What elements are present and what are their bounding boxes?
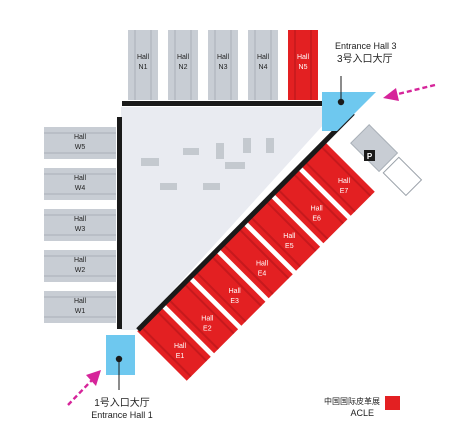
hall-label-line2: W2 [75,267,86,274]
west-wall [117,117,122,329]
north-wall [122,101,336,106]
hall-label-line2: W4 [75,185,86,192]
entrance-hall-3-block[interactable] [322,92,376,131]
parking-sign [364,150,375,161]
hall-label-line1: Hall [283,233,296,240]
hall-label-line1: Hall [137,54,150,61]
hall-label-line1: Hall [217,54,230,61]
hall-label-line2: N3 [219,64,228,71]
hall-label-line2: E4 [258,271,267,278]
hall-label-line1: Hall [74,298,87,305]
entrance-hall-3-arrow [383,83,436,101]
hall-label-line1: Hall [229,288,242,295]
hall-label-line2: N1 [139,64,148,71]
entrance-hall-1-block[interactable] [106,335,135,375]
legend-label-cn: 中国国际皮革展 [324,396,380,406]
legend-swatch [385,396,400,410]
hall-label-line1: Hall [256,261,269,268]
hall-label-line1: Hall [201,316,214,323]
hall-label-line2: W3 [75,226,86,233]
parking-label: P [367,152,373,161]
hall-label-line1: Hall [174,343,187,350]
entrance-hall-1-label-cn: 1号入口大厅 [94,396,150,409]
central-plaza [121,107,335,330]
hall-label-line1: Hall [74,134,87,141]
hall-label-line2: E3 [230,298,239,305]
entrance-hall-1-label-en: Entrance Hall 1 [91,410,153,420]
hall-label-line1: Hall [74,216,87,223]
hall-label-line2: E1 [176,353,185,360]
hall-label-line2: E2 [203,326,212,333]
diagonal-wall [136,111,355,332]
entrance-hall-3-label-cn: 3号入口大厅 [337,52,393,65]
hall-label-line1: Hall [177,54,190,61]
hall-label-line1: Hall [74,257,87,264]
entrance-hall-3-label-en: Entrance Hall 3 [335,41,397,51]
hall-label-line2: N5 [299,64,308,71]
hall-label-line2: N2 [179,64,188,71]
hall-label-line1: Hall [257,54,270,61]
hall-label-line2: W5 [75,144,86,151]
hall-label-line1: Hall [338,178,351,185]
hall-label-line2: E5 [285,243,294,250]
entrance-hall-1-arrow [67,370,101,406]
hall-label-line2: N4 [259,64,268,71]
legend-label-en: ACLE [350,408,374,418]
hall-label-line1: Hall [311,206,324,213]
parking-building [350,124,423,197]
hall-label-line1: Hall [74,175,87,182]
plaza-structures [141,138,274,190]
hall-label-line2: E7 [340,188,349,195]
hall-label-line2: E6 [312,216,321,223]
east-halls: HallE1HallE2HallE3HallE4HallE5HallE6Hall… [137,142,375,381]
hall-label-line1: Hall [297,54,310,61]
hall-label-line2: W1 [75,308,86,315]
